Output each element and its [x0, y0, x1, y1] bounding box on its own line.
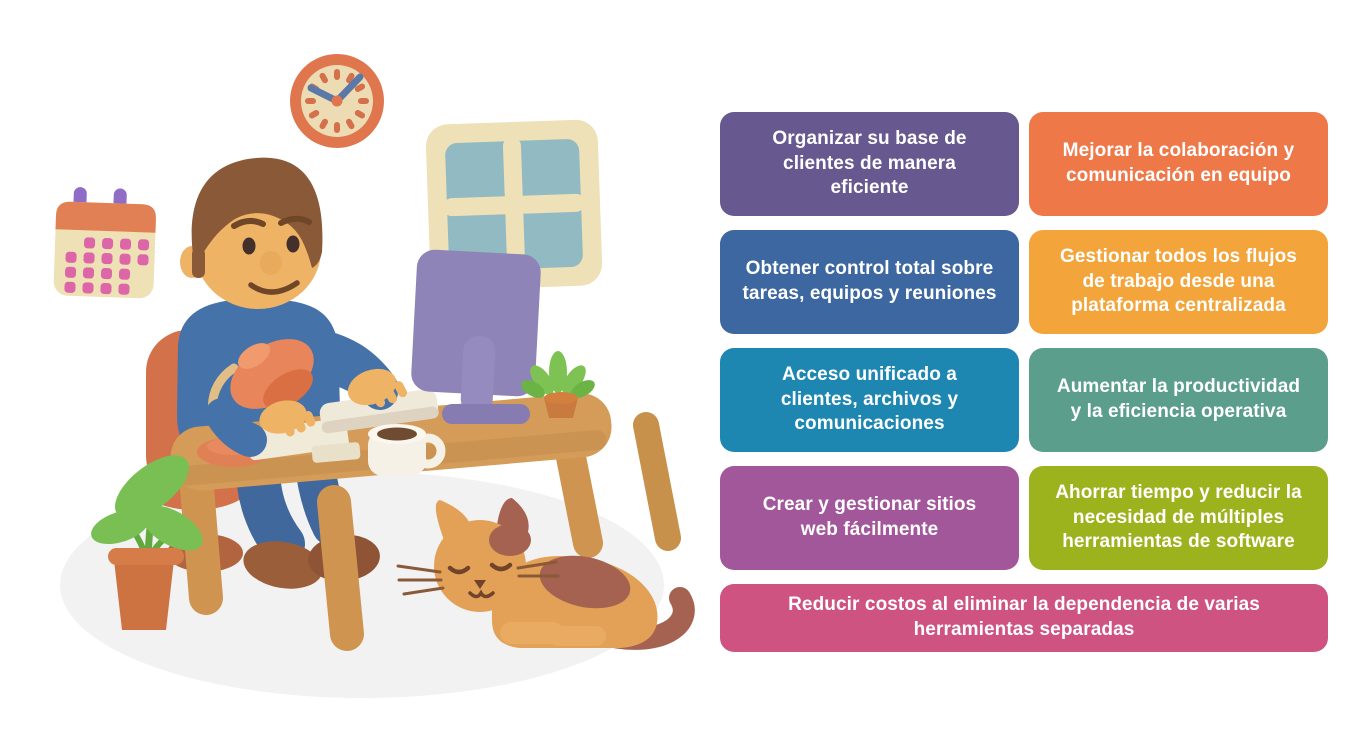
hands [205, 352, 408, 457]
benefit-card-label: Reducir costos al eliminar la dependenci… [788, 594, 1260, 640]
benefit-card-crear-sitios-web: Crear y gestionar sitios web fácilmente [720, 466, 1019, 570]
benefit-card-label: Ahorrar tiempo y reducir la necesidad de… [1055, 481, 1302, 553]
benefit-card-label: Crear y gestionar sitios web fácilmente [762, 494, 977, 540]
benefit-card-mejorar-colaboracion: Mejorar la colaboración y comunicación e… [1029, 112, 1328, 216]
benefit-card-ahorrar-tiempo: Ahorrar tiempo y reducir la necesidad de… [1029, 466, 1328, 570]
sleeping-cat [396, 498, 695, 650]
benefit-card-gestionar-flujos: Gestionar todos los flujos de trabajo de… [1029, 230, 1328, 334]
benefit-card-label: Aumentar la productividad y la eficienci… [1056, 376, 1301, 422]
benefit-card-label: Gestionar todos los flujos de trabajo de… [1060, 245, 1297, 317]
succulent-plant [521, 351, 595, 418]
coffee-mug [368, 424, 446, 476]
benefit-card-label: Obtener control total sobre tareas, equi… [742, 258, 997, 304]
workspace-illustration [53, 54, 695, 698]
hair [191, 157, 323, 268]
benefits-grid: Organizar su base de clientes de manera … [720, 112, 1328, 652]
benefit-card-label: Organizar su base de clientes de manera … [772, 127, 967, 199]
keyboard [319, 389, 439, 434]
benefit-card-acceso-unificado: Acceso unificado a clientes, archivos y … [720, 348, 1019, 452]
benefit-card-reducir-costos: Reducir costos al eliminar la dependenci… [720, 584, 1328, 652]
monitor [411, 249, 541, 424]
calendar-icon [53, 187, 156, 299]
window [425, 119, 603, 291]
benefit-card-aumentar-productividad: Aumentar la productividad y la eficienci… [1029, 348, 1328, 452]
benefit-card-label: Mejorar la colaboración y comunicación e… [1062, 140, 1295, 186]
wall-clock-icon [290, 54, 384, 148]
potted-plant [91, 455, 203, 630]
benefit-card-organizar-clientes: Organizar su base de clientes de manera … [720, 112, 1019, 216]
benefit-card-control-total: Obtener control total sobre tareas, equi… [720, 230, 1019, 334]
benefit-card-label: Acceso unificado a clientes, archivos y … [780, 363, 959, 435]
